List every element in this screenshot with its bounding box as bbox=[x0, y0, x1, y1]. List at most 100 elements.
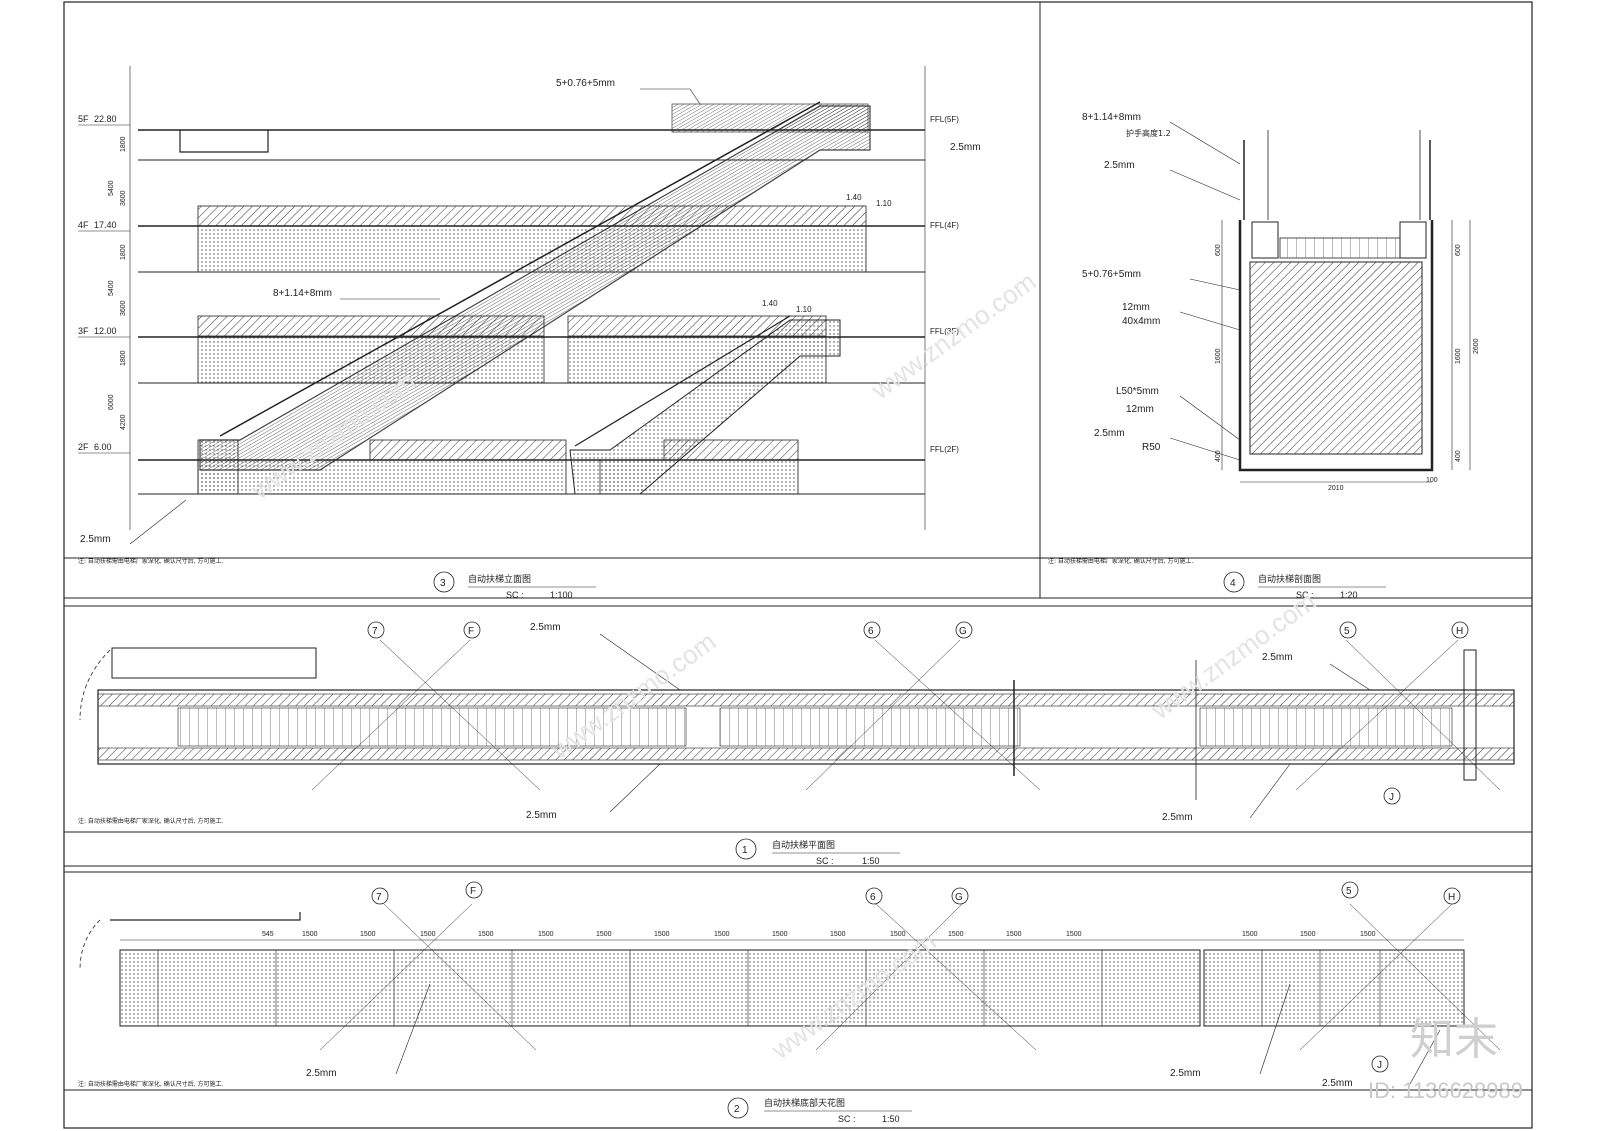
callout-panel-bottom: 2.5mm bbox=[80, 534, 111, 545]
plan-note: 注: 自动扶梯需由电梯厂家深化, 确认尺寸后, 方可施工. bbox=[78, 817, 224, 825]
svg-text:自动扶梯立面图: 自动扶梯立面图 bbox=[468, 573, 531, 585]
svg-text:5: 5 bbox=[1346, 886, 1352, 897]
svg-text:自动扶梯底部天花图: 自动扶梯底部天花图 bbox=[764, 1097, 845, 1109]
section-callouts: 8+1.14+8mm 护手高度1.2 2.5mm 5+0.76+5mm 12mm… bbox=[1082, 112, 1241, 461]
svg-text:F: F bbox=[468, 626, 474, 637]
svg-text:G: G bbox=[955, 892, 963, 903]
svg-text:1:100: 1:100 bbox=[550, 590, 573, 600]
svg-text:1.10: 1.10 bbox=[796, 305, 812, 314]
svg-text:2.5mm: 2.5mm bbox=[526, 810, 557, 821]
svg-text:自动扶梯平面图: 自动扶梯平面图 bbox=[772, 839, 835, 851]
svg-text:5F: 5F bbox=[78, 114, 89, 124]
svg-text:2.5mm: 2.5mm bbox=[1322, 1078, 1353, 1089]
svg-text:1800: 1800 bbox=[120, 136, 127, 152]
svg-text:2600: 2600 bbox=[1473, 338, 1480, 354]
svg-text:SC :: SC : bbox=[1296, 590, 1314, 600]
ceiling-callouts: 2.5mm 2.5mm 2.5mm bbox=[306, 983, 1441, 1089]
svg-text:1500: 1500 bbox=[302, 931, 318, 938]
svg-text:SC :: SC : bbox=[506, 590, 524, 600]
svg-text:1500: 1500 bbox=[1300, 931, 1316, 938]
svg-text:5400: 5400 bbox=[108, 280, 115, 296]
callout-glass-top: 5+0.76+5mm bbox=[556, 78, 615, 89]
level-markers: 5F 22.80 4F 17.40 3F 12.00 2F 6.00 FFL(5… bbox=[78, 114, 959, 454]
svg-text:2.5mm: 2.5mm bbox=[1162, 812, 1193, 823]
elevation-view: 5F 22.80 4F 17.40 3F 12.00 2F 6.00 FFL(5… bbox=[78, 66, 981, 600]
svg-text:22.80: 22.80 bbox=[94, 114, 117, 124]
ceiling-title: 2 自动扶梯底部天花图 SC : 1:50 bbox=[727, 1097, 912, 1124]
section-note: 注: 自动扶梯需由电梯厂家深化, 确认尺寸后, 方可施工. bbox=[1048, 557, 1194, 565]
svg-text:H: H bbox=[1456, 626, 1463, 637]
svg-text:1.40: 1.40 bbox=[846, 193, 862, 202]
svg-text:6: 6 bbox=[868, 626, 874, 637]
elevation-dimensions: 5400 5400 6000 1800 3600 1800 3600 1800 … bbox=[108, 136, 127, 430]
svg-text:1500: 1500 bbox=[1066, 931, 1082, 938]
svg-text:2F: 2F bbox=[78, 442, 89, 452]
svg-text:G: G bbox=[959, 626, 967, 637]
svg-text:1500: 1500 bbox=[714, 931, 730, 938]
svg-text:6: 6 bbox=[870, 892, 876, 903]
elevation-note: 注: 自动扶梯需由电梯厂家深化, 确认尺寸后, 方可施工. bbox=[78, 557, 224, 565]
svg-text:1800: 1800 bbox=[120, 350, 127, 366]
svg-text:J: J bbox=[1389, 792, 1394, 803]
svg-text:3600: 3600 bbox=[120, 190, 127, 206]
svg-text:J: J bbox=[1377, 1060, 1382, 1071]
escalator-truss-secondary bbox=[569, 315, 841, 495]
svg-text:1800: 1800 bbox=[120, 244, 127, 260]
svg-text:1.10: 1.10 bbox=[876, 199, 892, 208]
svg-text:1500: 1500 bbox=[830, 931, 846, 938]
section-title: 4 自动扶梯剖面图 SC : 1:20 bbox=[1223, 571, 1386, 600]
svg-text:1500: 1500 bbox=[1006, 931, 1022, 938]
svg-text:1500: 1500 bbox=[538, 931, 554, 938]
svg-text:5+0.76+5mm: 5+0.76+5mm bbox=[1082, 269, 1141, 280]
svg-text:7: 7 bbox=[372, 626, 378, 637]
svg-text:护手高度1.2: 护手高度1.2 bbox=[1126, 128, 1171, 138]
svg-text:2.5mm: 2.5mm bbox=[1104, 160, 1135, 171]
svg-text:12mm: 12mm bbox=[1122, 302, 1150, 313]
svg-text:400: 400 bbox=[1455, 450, 1462, 462]
svg-text:1: 1 bbox=[742, 845, 748, 856]
svg-text:7: 7 bbox=[376, 892, 382, 903]
svg-text:1:50: 1:50 bbox=[882, 1114, 900, 1124]
escalator-truss-main bbox=[197, 101, 871, 495]
svg-text:545: 545 bbox=[262, 931, 274, 938]
svg-text:5400: 5400 bbox=[108, 180, 115, 196]
svg-text:1500: 1500 bbox=[360, 931, 376, 938]
svg-text:5: 5 bbox=[1344, 626, 1350, 637]
ceiling-dimensions: 545 1500 1500 1500 1500 1500 1500 1500 1… bbox=[120, 931, 1464, 941]
svg-text:3: 3 bbox=[440, 578, 446, 589]
svg-text:自动扶梯剖面图: 自动扶梯剖面图 bbox=[1258, 573, 1321, 585]
svg-text:R50: R50 bbox=[1142, 442, 1161, 453]
svg-text:1.40: 1.40 bbox=[762, 299, 778, 308]
svg-text:12mm: 12mm bbox=[1126, 404, 1154, 415]
svg-text:1:20: 1:20 bbox=[1340, 590, 1358, 600]
svg-text:1500: 1500 bbox=[478, 931, 494, 938]
ffl-2f: FFL(2F) bbox=[930, 445, 959, 454]
sheet-frame bbox=[63, 1, 1533, 1129]
svg-text:4: 4 bbox=[1230, 578, 1236, 589]
svg-text:100: 100 bbox=[1426, 477, 1438, 484]
callout-glass-side: 8+1.14+8mm bbox=[273, 288, 332, 299]
svg-text:1500: 1500 bbox=[420, 931, 436, 938]
svg-text:2010: 2010 bbox=[1328, 485, 1344, 492]
svg-text:1500: 1500 bbox=[948, 931, 964, 938]
plan-view: 7 F 6 G 5 H J 2.5mm 2.5mm 2.5mm 2.5mm 注:… bbox=[78, 621, 1515, 866]
level-5f: 5F 22.80 bbox=[78, 114, 130, 126]
svg-text:600: 600 bbox=[1215, 244, 1222, 256]
svg-text:600: 600 bbox=[1455, 244, 1462, 256]
svg-text:2.5mm: 2.5mm bbox=[1262, 652, 1293, 663]
ceiling-panel-joints bbox=[157, 950, 1381, 1026]
watermark-id: ID: 1136628989 bbox=[1368, 1078, 1523, 1103]
svg-text:4200: 4200 bbox=[120, 414, 127, 430]
svg-text:3600: 3600 bbox=[120, 300, 127, 316]
svg-text:4F: 4F bbox=[78, 220, 89, 230]
plan-callouts: 2.5mm 2.5mm 2.5mm 2.5mm bbox=[526, 622, 1371, 823]
ceiling-grid: 7 F 6 G 5 H J bbox=[319, 881, 1501, 1073]
ffl-3f: FFL(3F) bbox=[930, 327, 959, 336]
callout-panel-top: 2.5mm bbox=[950, 142, 981, 153]
level-3f: 3F 12.00 bbox=[78, 326, 130, 338]
svg-text:400: 400 bbox=[1215, 450, 1222, 462]
svg-text:L50*5mm: L50*5mm bbox=[1116, 386, 1159, 397]
svg-text:SC :: SC : bbox=[838, 1114, 856, 1124]
svg-text:2.5mm: 2.5mm bbox=[306, 1068, 337, 1079]
svg-text:40x4mm: 40x4mm bbox=[1122, 316, 1160, 327]
